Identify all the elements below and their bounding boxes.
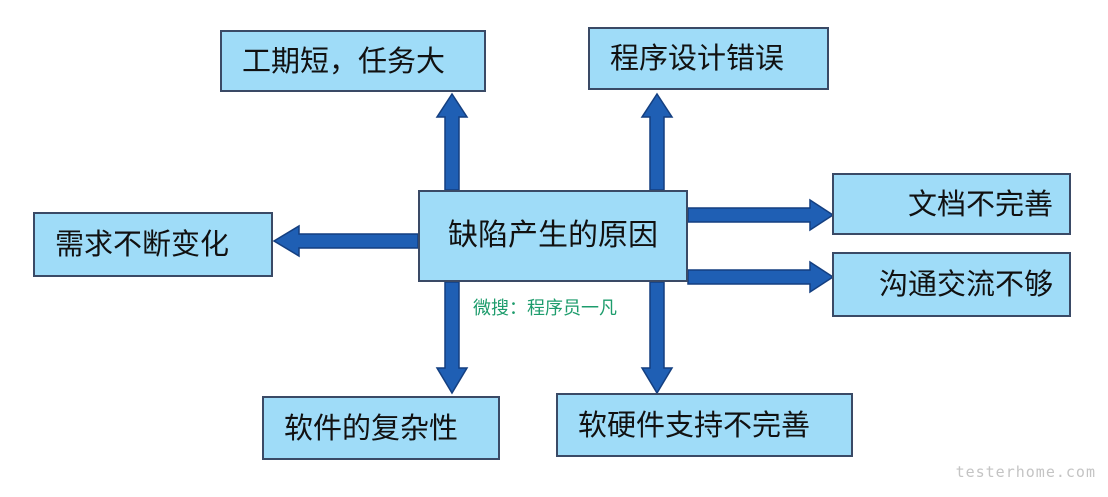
center-label: 缺陷产生的原因 xyxy=(448,218,658,253)
cause-label-communication: 沟通交流不够 xyxy=(878,267,1053,301)
cause-box-design-error: 程序设计错误 xyxy=(588,27,829,90)
cause-box-complexity: 软件的复杂性 xyxy=(262,396,500,460)
cause-label-documentation: 文档不完善 xyxy=(907,186,1053,221)
cause-box-communication: 沟通交流不够 xyxy=(832,252,1071,317)
arrow-to-hardware-software xyxy=(640,281,674,395)
arrow-to-design-error xyxy=(640,92,674,191)
arrow-to-schedule xyxy=(435,92,469,191)
cause-label-design-error: 程序设计错误 xyxy=(610,41,785,75)
arrow-to-communication xyxy=(687,260,835,294)
cause-box-schedule: 工期短，任务大 xyxy=(220,30,486,92)
cause-label-hardware-software: 软硬件支持不完善 xyxy=(578,407,811,442)
cause-label-requirements: 需求不断变化 xyxy=(55,227,230,261)
cause-box-requirements: 需求不断变化 xyxy=(33,212,273,277)
cause-label-schedule: 工期短，任务大 xyxy=(242,43,446,78)
cause-label-complexity: 软件的复杂性 xyxy=(284,410,459,445)
watermark-text: 微搜：程序员一凡 xyxy=(473,298,617,319)
center-box-defect-causes: 缺陷产生的原因 xyxy=(418,190,688,282)
arrow-to-documentation xyxy=(687,198,835,232)
arrow-to-complexity xyxy=(435,281,469,395)
arrow-to-requirements xyxy=(272,224,419,258)
cause-box-hardware-software: 软硬件支持不完善 xyxy=(556,393,853,457)
site-watermark: testerhome.com xyxy=(955,463,1096,481)
cause-box-documentation: 文档不完善 xyxy=(832,173,1071,235)
